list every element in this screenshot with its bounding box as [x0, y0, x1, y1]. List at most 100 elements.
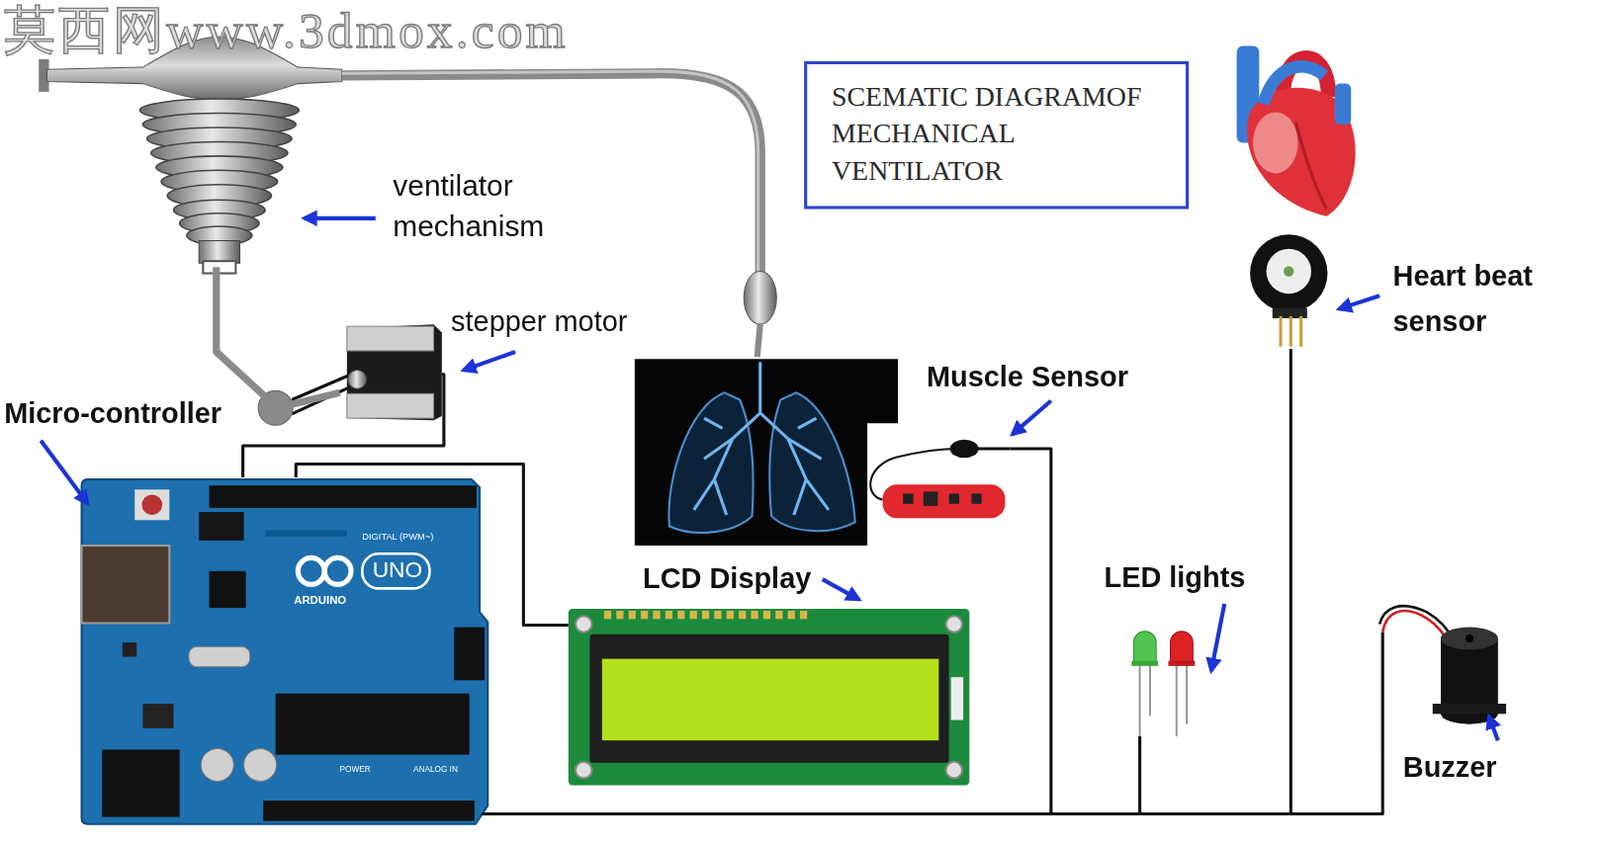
arduino-board: [324, 557, 352, 585]
led-pair: [1139, 661, 1142, 737]
heart-beat-sensor-body: [1278, 316, 1282, 348]
arduino-board: [297, 557, 325, 585]
lcd-module: [951, 677, 964, 720]
leader-arrow: [462, 352, 516, 371]
led-pair: [1149, 661, 1152, 717]
arduino-board: [275, 694, 470, 756]
lcd-module: [568, 609, 971, 787]
heart-beat-sensor-body: [1249, 234, 1328, 348]
component: Muscle Sensor: [879, 437, 1010, 522]
leader-arrow: [1012, 401, 1052, 436]
component-label: LCD Display: [642, 562, 811, 598]
component: Micro-controllerDIGITAL (PWM~)ARDUINOUNO…: [82, 477, 483, 825]
arduino-board: [141, 494, 163, 516]
muscle-sensor-board: [883, 484, 1006, 519]
board-print: ARDUINO: [293, 594, 347, 609]
lcd-module: [604, 611, 808, 620]
arduino-board: [101, 749, 179, 817]
lungs-image: [694, 361, 829, 516]
led-pair: [1175, 661, 1178, 737]
led-pair: [1170, 631, 1194, 664]
led-pair: [1185, 661, 1188, 725]
arduino-board: [188, 646, 251, 668]
heart-image: [1262, 66, 1325, 104]
muscle-sensor-board: [950, 440, 979, 459]
wire: [481, 349, 1291, 815]
lcd-module: [575, 616, 593, 633]
board-print: POWER: [340, 765, 371, 776]
air-tube: [342, 73, 761, 273]
stepper-motor-body: [347, 324, 443, 421]
heart-beat-sensor-body: [1283, 266, 1294, 276]
arduino-board: [142, 704, 174, 729]
ventilator-bellows: [198, 241, 240, 265]
muscle-sensor-board: [902, 493, 913, 504]
led-pair: [1131, 631, 1195, 737]
arduino-board: [263, 800, 475, 822]
air-tube: [757, 324, 761, 357]
heart-image: [1252, 112, 1298, 175]
heart-beat-sensor-body: [1289, 316, 1293, 348]
stepper-motor-body: [258, 390, 293, 426]
led-pair: [1168, 661, 1196, 667]
muscle-sensor-board: [923, 491, 938, 506]
component: stepper motor: [340, 324, 443, 419]
air-tube: [342, 71, 778, 357]
heart-beat-sensor-body: [1299, 316, 1303, 348]
lungs-image: [634, 358, 898, 546]
component-label: LED lights: [1104, 561, 1246, 597]
stepper-motor-body: [347, 326, 435, 352]
led-pair: [1133, 631, 1156, 664]
buzzer-body: [1440, 627, 1499, 651]
muscle-sensor-board: [870, 440, 1010, 519]
leader-arrow: [40, 218, 1499, 741]
buzzer-body: [1382, 611, 1449, 645]
buzzer-body: [1379, 606, 1507, 724]
component: Buzzer: [1367, 632, 1506, 730]
arduino-board: [244, 748, 277, 782]
component: Heart beat sensor: [1246, 232, 1332, 350]
lcd-module: [946, 762, 964, 780]
arduino-board: [82, 545, 171, 623]
muscle-sensor-board: [971, 493, 981, 504]
wire: [481, 632, 1383, 815]
component-label: Muscle Sensor: [926, 359, 1129, 395]
component-label: Buzzer: [1403, 750, 1498, 786]
lcd-module: [602, 659, 940, 742]
wire: [481, 448, 1052, 814]
leader-arrow: [1489, 715, 1499, 741]
wire: [243, 374, 445, 478]
air-tube: [743, 270, 777, 325]
stepper-motor-body: [258, 324, 443, 426]
title-text: SCEMATIC DIAGRAMOF MECHANICAL VENTILATOR: [831, 78, 1179, 188]
component-label: Heart beat sensor: [1393, 253, 1569, 346]
component-label: stepper motor: [450, 305, 627, 341]
heart-image: [1237, 45, 1356, 216]
component-label: ventilator mechanism: [392, 165, 572, 248]
leader-arrow: [304, 216, 376, 221]
component: LCD Display: [568, 609, 971, 787]
wire: [481, 736, 1141, 814]
muscle-sensor-board: [949, 493, 960, 504]
stepper-motor-body: [291, 375, 350, 401]
air-tube: [342, 71, 759, 273]
component: ventilator mechanism: [137, 91, 301, 267]
leader-arrow: [822, 579, 860, 601]
heart-beat-sensor-body: [1266, 249, 1312, 294]
arduino-board: [265, 531, 348, 537]
led-pair: [1131, 661, 1158, 667]
buzzer-body: [1440, 638, 1499, 714]
stepper-motor-body: [291, 387, 350, 415]
lungs-image: [769, 392, 855, 532]
component-label: Micro-controller: [3, 396, 222, 432]
buzzer-body: [1465, 634, 1474, 643]
arduino-board: [200, 748, 234, 782]
lungs-image: [668, 392, 753, 534]
arduino-board: [82, 479, 489, 825]
arduino-board: [209, 485, 477, 509]
lcd-module: [946, 616, 964, 633]
leader-arrow: [1338, 295, 1380, 309]
title-frame: SCEMATIC DIAGRAMOF MECHANICAL VENTILATOR: [803, 61, 1189, 210]
